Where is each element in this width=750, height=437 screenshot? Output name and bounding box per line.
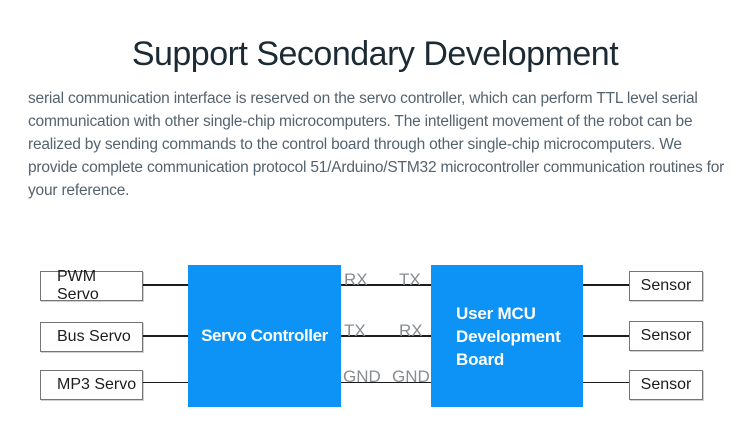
sensor-label-2: Sensor [640,327,692,344]
page-title: Support Secondary Development [131,35,619,73]
bus-servo-box: Bus Servo [40,322,143,352]
pwm-servo-label: PWM Servo [57,268,99,303]
controller-pin-tx-label: TX [344,321,366,340]
pwm-servo-box: PWM Servo [40,268,143,303]
mcu-board-box: User MCU Development Board [431,265,583,407]
sensor-box-2: Sensor [629,321,703,351]
connector-line-tx-rx [143,335,629,337]
connector-line-rx-tx [143,284,629,286]
sensor-label-1: Sensor [640,277,692,294]
mp3-servo-box: MP3 Servo [40,370,143,400]
mcu-pin-gnd-label: GND [392,367,430,386]
mcu-pin-tx-label: TX [399,270,421,289]
connector-line-gnd-gnd [143,381,629,383]
mcu-board-label-line2: Development [456,326,561,346]
page: Support Secondary Development serial com… [0,34,750,437]
sensor-box-3: Sensor [629,370,703,400]
controller-pin-rx-label: RX [344,270,368,289]
sensor-box-1: Sensor [629,271,703,301]
servo-controller-box: Servo Controller [188,265,341,407]
sensor-label-3: Sensor [640,376,692,393]
servo-controller-label: Servo Controller [201,326,328,345]
description-text: serial communication interface is reserv… [28,90,725,199]
bus-servo-label: Bus Servo [57,328,131,345]
controller-pin-gnd-label: GND [343,367,381,386]
mcu-board-label-line1: User MCU [456,303,536,323]
mp3-servo-label: MP3 Servo [57,376,137,393]
connection-diagram: PWM Servo Bus Servo MP3 Servo Servo Cont… [0,34,750,437]
mcu-pin-rx-label: RX [399,321,423,340]
mcu-board-label-line3: Board [456,349,505,369]
